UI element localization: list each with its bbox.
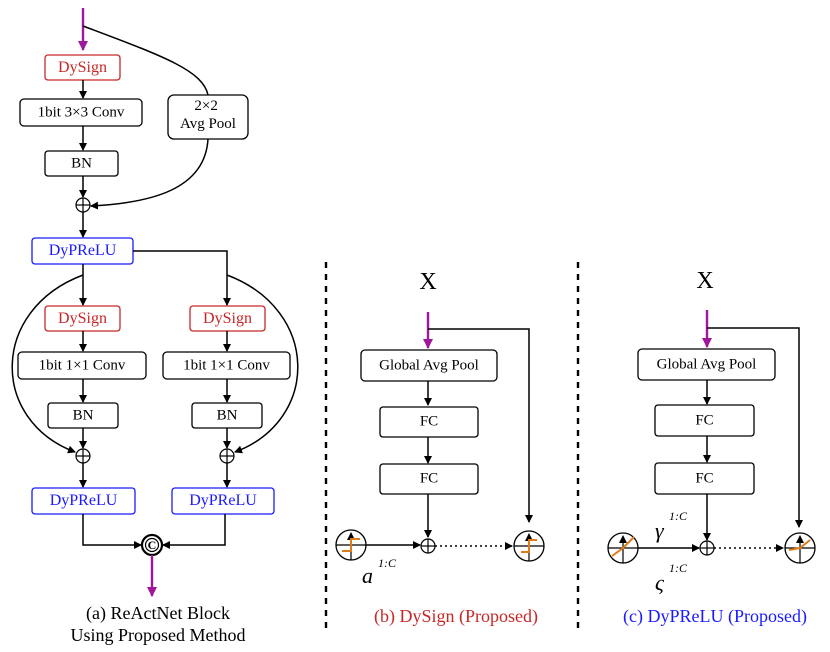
arrow-to-concat-right	[162, 514, 226, 549]
bn-top-box	[44, 150, 119, 177]
fc1-box-b	[379, 406, 479, 438]
dysign-top-label: DySign	[58, 59, 107, 76]
dysign-left-label: DySign	[58, 310, 107, 327]
param-gamma: γ	[655, 518, 665, 543]
avgpool-label-line1: 2×2	[194, 98, 217, 114]
param-a-sup: 1:C	[378, 556, 397, 570]
skip-path-c	[707, 327, 803, 528]
fc2-label-b: FC	[420, 470, 438, 486]
dysign-right-label: DySign	[203, 310, 252, 327]
skip-path-b	[428, 328, 533, 523]
fc2-box-b	[379, 463, 479, 495]
caption-a-line1: (a) ReActNet Block	[86, 603, 230, 624]
panel-a: DySign 1bit 3×3 Conv 2×2 Avg Pool BN DyP…	[11, 8, 299, 645]
fc2-label-c: FC	[695, 470, 713, 486]
dyprelu-right-label: DyPReLU	[189, 492, 257, 509]
skip-right	[226, 274, 299, 454]
bn-right-label: BN	[217, 407, 238, 423]
prelu-function-icon	[784, 532, 816, 564]
add-icon	[219, 448, 235, 464]
dyprelu-left-label: DyPReLU	[50, 492, 118, 509]
conv1x1-right-label: 1bit 1×1 Conv	[183, 357, 270, 373]
param-gamma-sup: 1:C	[669, 509, 688, 523]
branch-right-connector	[133, 250, 231, 306]
input-x-c: X	[696, 268, 713, 294]
conv3x3-label: 1bit 3×3 Conv	[38, 104, 125, 120]
add-icon	[699, 540, 715, 556]
dyprelu-right-box	[171, 487, 275, 515]
conv3x3-box	[19, 98, 143, 127]
skip-left	[11, 274, 84, 454]
add-icon	[75, 197, 91, 213]
param-varsigma-sup: 1:C	[669, 561, 688, 575]
avgpool-label-line2: Avg Pool	[180, 116, 236, 132]
caption-b: (b) DySign (Proposed)	[374, 606, 538, 627]
sign-function-icon	[335, 529, 367, 561]
concat-symbol: C	[148, 538, 157, 552]
panel-b: X Global Avg Pool FC FC	[335, 269, 545, 627]
fc1-label-c: FC	[695, 412, 713, 428]
prelu-function-icon	[607, 532, 639, 564]
gap-label-b: Global Avg Pool	[379, 357, 479, 373]
skip-connection-to-add	[90, 138, 209, 210]
fc2-box-c	[654, 462, 755, 495]
fc1-box-c	[654, 404, 755, 437]
avgpool-label: 2×2 Avg Pool	[180, 98, 236, 132]
dyprelu-mid-label: DyPReLU	[49, 242, 117, 259]
sign-function-icon	[513, 530, 545, 562]
bn-left-label: BN	[73, 407, 94, 423]
panel-c: X Global Avg Pool FC FC	[607, 268, 816, 627]
gap-label-c: Global Avg Pool	[657, 356, 757, 372]
arrow-to-concat-left	[82, 514, 142, 549]
add-icon	[75, 448, 91, 464]
add-icon	[420, 538, 436, 554]
caption-a-line2: Using Proposed Method	[71, 625, 246, 645]
gap-box-b	[360, 349, 498, 382]
conv1x1-left-box	[17, 351, 147, 380]
fc1-label-b: FC	[420, 413, 438, 429]
circled-c-icon: C	[140, 533, 164, 557]
conv1x1-left-label: 1bit 1×1 Conv	[39, 357, 126, 373]
param-a: a	[362, 563, 373, 588]
caption-c: (c) DyPReLU (Proposed)	[623, 606, 807, 627]
param-varsigma: ς	[655, 570, 665, 595]
skip-connection-top	[82, 25, 209, 96]
bn-top-label: BN	[71, 155, 92, 171]
input-x-b: X	[419, 269, 436, 295]
